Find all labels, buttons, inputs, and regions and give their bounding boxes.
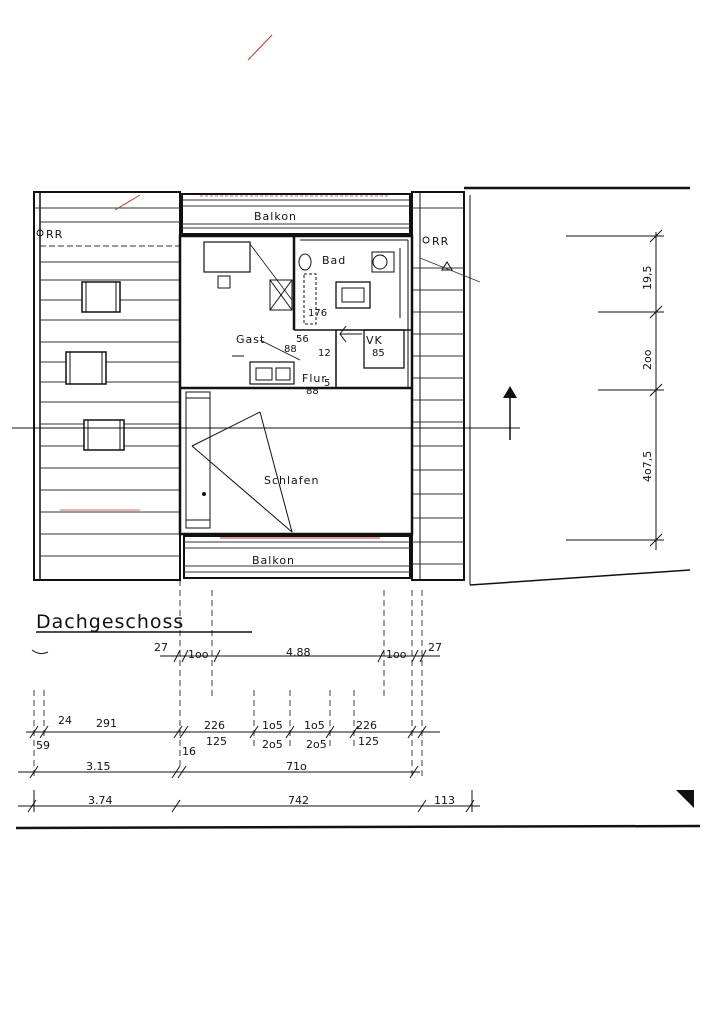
room-label-gast: Gast [236,333,265,346]
row2-dim-a: 59 [36,739,50,752]
inner-num-85: 85 [372,348,385,359]
inner-num-88a: 88 [284,344,297,355]
floor-walls [178,234,414,536]
row2-dim-e: 2o5 [306,738,327,751]
top-dim-e: 27 [428,641,442,654]
inner-num-56: 56 [296,334,309,345]
inner-num-12: 12 [318,348,331,359]
top-dim-c: 4.88 [286,646,311,659]
north-arrow-icon [503,386,517,440]
roof-line-bottom [469,569,691,586]
page-title: Dachgeschoss [36,611,184,633]
right-roof-area [411,191,465,581]
balkon-top: Balkon [181,193,411,235]
room-label-schlafen: Schlafen [264,474,319,487]
right-dim-2: 2oo [641,349,654,370]
right-dim-1: 19,5 [641,266,654,291]
row1-dim-d: 1o5 [262,719,283,732]
row3-dim-a: 3.15 [86,760,111,773]
dim-row-4-line [18,790,480,813]
row4-dim-a: 3.74 [88,794,113,807]
balkon-bottom-label: Balkon [252,554,295,567]
page-bottom-border [15,824,701,830]
left-roof-area [33,191,181,581]
rooms-rr_right: RR [432,235,449,248]
bad-fixtures [298,248,405,369]
inner-num-5: 5 [324,378,330,389]
balkon-bottom: Balkon [183,535,411,579]
corner-mark [676,790,694,808]
rr-left-label: RR [36,228,63,241]
inner-num-176: 176 [308,308,327,319]
right-dim-3: 4o7,5 [641,451,654,482]
room-label-bad: Bad [322,254,346,267]
row1-dim-b: 291 [96,717,117,730]
top-dim-row [160,649,440,663]
right-dimension-chain [566,229,664,550]
dim-row-1-line [26,725,440,739]
stray-mark [247,34,273,61]
row1-dim-a: 24 [58,714,72,727]
row2-dim-c: 125 [206,735,227,748]
row1-dim-e: 1o5 [304,719,325,732]
top-dim-b: 1oo [188,648,209,661]
row2-dim-d: 2o5 [262,738,283,751]
top-dim-a: 27 [154,641,168,654]
rooms-rr_left: RR [46,228,63,241]
row2-dim-f: 125 [358,735,379,748]
row4-dim-c: 113 [434,794,455,807]
row4-dim-b: 742 [288,794,309,807]
gast-furniture [203,241,301,385]
room-label-flur: Flur [302,372,327,385]
extension-lines [33,580,423,780]
title-flourish [31,649,49,655]
row1-dim-c: 226 [204,719,225,732]
dim-row-3-line [18,765,420,779]
row1-dim-f: 226 [356,719,377,732]
row3-dim-b: 71o [286,760,307,773]
inner-num-88b: 88 [306,386,319,397]
row2-dim-b: 16 [182,745,196,758]
schlafen-furniture [185,391,293,533]
room-label-vk: VK [366,334,383,347]
top-dim-d: 1oo [386,648,407,661]
balkon-top-label: Balkon [254,210,297,223]
rr-right-label: RR [419,235,481,283]
